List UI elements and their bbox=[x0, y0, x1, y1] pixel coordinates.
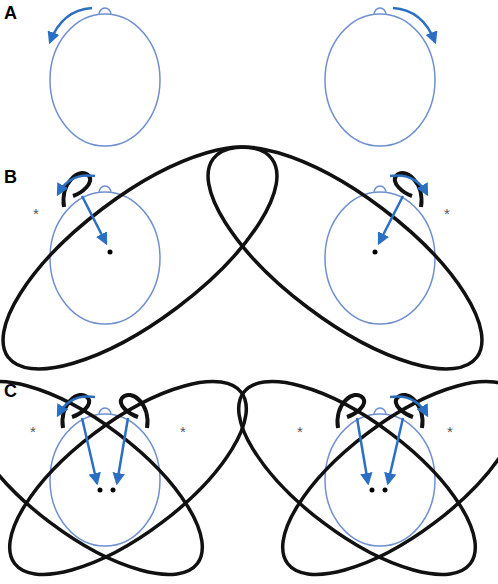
asterisk-mark: * bbox=[297, 424, 303, 439]
asterisk-mark: * bbox=[447, 424, 453, 439]
panel-letter: B bbox=[4, 168, 17, 186]
asterisk-mark: * bbox=[180, 424, 186, 439]
asterisk-mark: * bbox=[444, 206, 450, 221]
asterisk-mark: * bbox=[30, 424, 36, 439]
panel-letter: A bbox=[4, 4, 17, 22]
panel-letter: C bbox=[4, 382, 17, 400]
asterisk-mark: * bbox=[33, 206, 39, 221]
